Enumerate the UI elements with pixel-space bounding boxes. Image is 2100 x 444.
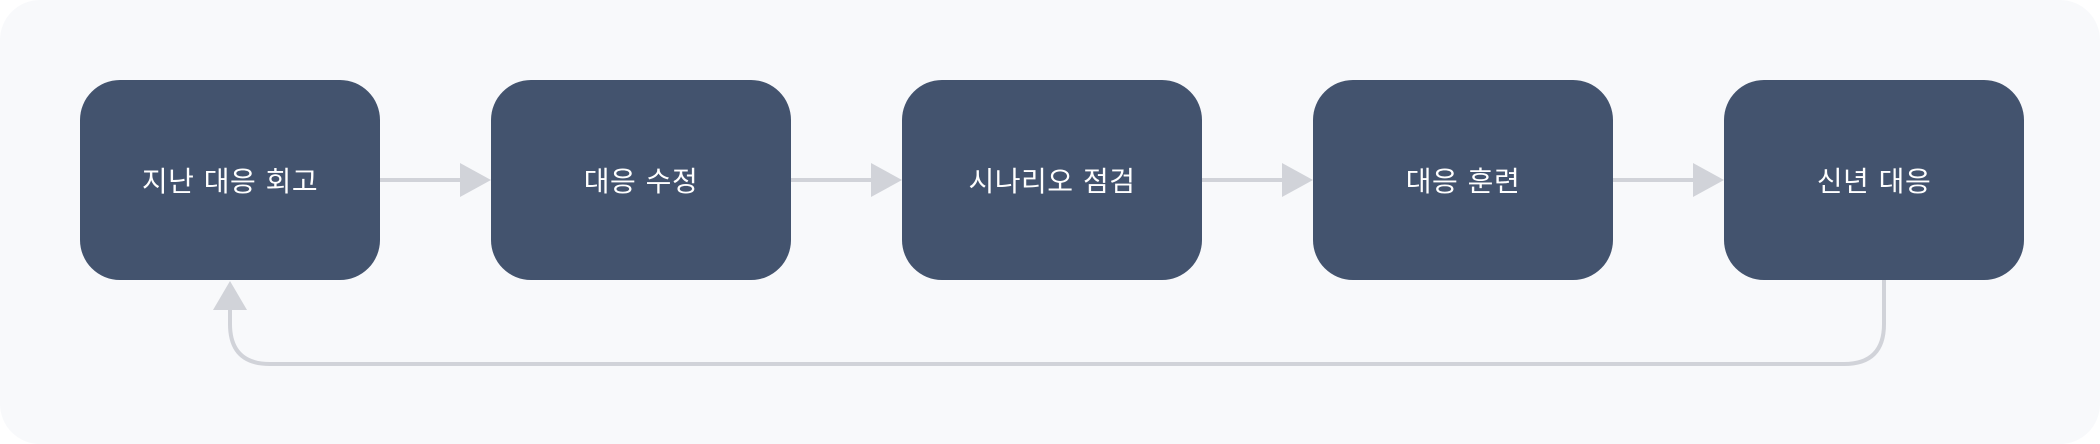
- arrowhead-right-2: [871, 163, 902, 197]
- step-node-retrospective: 지난 대응 회고: [80, 80, 380, 280]
- step-label: 신년 대응: [1816, 165, 1932, 198]
- step-label: 시나리오 점검: [968, 165, 1136, 198]
- step-label: 대응 수정: [583, 165, 699, 198]
- arrowhead-right-1: [460, 163, 491, 197]
- step-node-revise: 대응 수정: [491, 80, 791, 280]
- step-node-training: 대응 훈련: [1313, 80, 1613, 280]
- feedback-loop-line: [228, 280, 1886, 366]
- arrowhead-up-loop: [213, 281, 247, 310]
- step-node-new-year: 신년 대응: [1724, 80, 2024, 280]
- arrowhead-right-3: [1282, 163, 1313, 197]
- step-label: 지난 대응 회고: [141, 165, 319, 198]
- step-node-scenario-check: 시나리오 점검: [902, 80, 1202, 280]
- step-label: 대응 훈련: [1405, 165, 1521, 198]
- arrowhead-right-4: [1693, 163, 1724, 197]
